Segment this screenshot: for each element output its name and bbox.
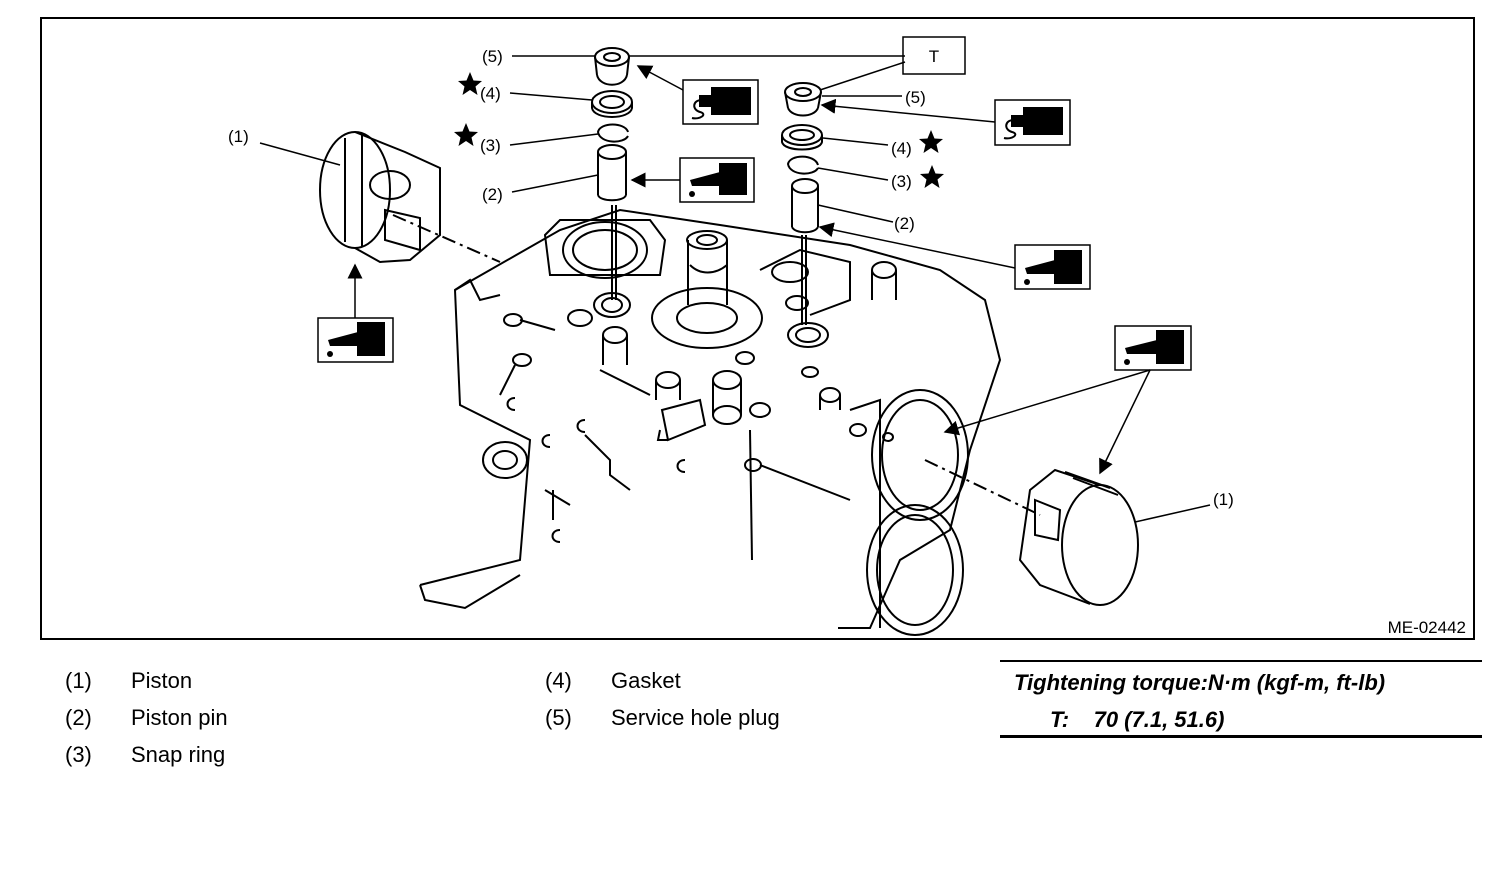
piston-right: [1018, 468, 1139, 606]
sealant-tube-icon: [1003, 107, 1063, 140]
legend-number: (4): [545, 668, 572, 693]
callout-5-right: (5): [905, 88, 926, 107]
oil-icon-box-right-piston: [1114, 325, 1192, 371]
callout-4-right: (4): [891, 139, 912, 158]
legend-label: Gasket: [611, 668, 681, 693]
oil-icon-box-right-pin: [1014, 244, 1091, 290]
callout-5-left: (5): [482, 47, 503, 66]
service-hole-plug-left: [594, 47, 630, 86]
icon-arrows: [347, 65, 1151, 475]
oil-can-icon: [1124, 330, 1184, 365]
piston-pin-right: [791, 178, 819, 234]
torque-value: T: 70 (7.1, 51.6): [1050, 707, 1225, 732]
piston-pin-left: [597, 144, 627, 202]
piston-axis-left: [392, 214, 501, 263]
legend-number: (1): [65, 668, 92, 693]
assembly-line-right: [801, 235, 807, 325]
torque-t-box: [902, 36, 966, 75]
service-hole-plug-right: [784, 82, 822, 117]
oil-can-icon: [1024, 250, 1082, 285]
legend-label: Piston pin: [131, 705, 228, 730]
legend-number: (5): [545, 705, 572, 730]
legend-label: Piston: [131, 668, 193, 693]
star-icon: [919, 130, 943, 153]
oil-icon-box-left-pin: [679, 157, 755, 203]
legend-label: Service hole plug: [611, 705, 780, 730]
callout-3-left: (3): [480, 136, 501, 155]
callout-4-left: (4): [480, 84, 501, 103]
callout-2-right: (2): [894, 214, 915, 233]
figure-code: ME-02442: [1388, 618, 1466, 637]
sealant-icon-box-right: [994, 99, 1071, 146]
legend-label: Snap ring: [131, 742, 226, 767]
sealant-icon-box-left: [682, 79, 759, 125]
oil-can-icon: [327, 322, 385, 357]
star-icon: [458, 72, 482, 95]
callout-3-right: (3): [891, 172, 912, 191]
piston-left: [319, 131, 441, 264]
piston-axis-right: [924, 459, 1041, 516]
torque-title: Tightening torque:N·m (kgf-m, ft-lb): [1014, 670, 1386, 695]
gasket-right: [781, 124, 823, 151]
oil-icon-box-left-piston: [317, 317, 394, 363]
leader-lines: [259, 55, 1211, 523]
gasket-left: [591, 90, 633, 118]
oil-can-icon: [689, 163, 747, 197]
star-icon: [920, 165, 944, 188]
tightening-torque-box: Tightening torque:N·m (kgf-m, ft-lb) T: …: [1000, 660, 1482, 738]
sealant-tube-icon: [691, 87, 751, 120]
diagram-frame: [40, 17, 1475, 640]
snap-ring-left: [596, 123, 629, 143]
exploded-view-diagram: T (5) (4) (3) (2) (1) (5) (4) (3) (2) (1…: [228, 36, 1466, 637]
callout-1-right: (1): [1213, 490, 1234, 509]
legend-number: (3): [65, 742, 92, 767]
cylinder-block: [419, 208, 1002, 636]
star-icon: [454, 123, 478, 146]
legend-number: (2): [65, 705, 92, 730]
snap-ring-right: [786, 155, 819, 175]
assembly-line-left: [611, 205, 617, 300]
torque-t-label: T: [929, 47, 939, 66]
callout-1-left: (1): [228, 127, 249, 146]
callout-2-left: (2): [482, 185, 503, 204]
